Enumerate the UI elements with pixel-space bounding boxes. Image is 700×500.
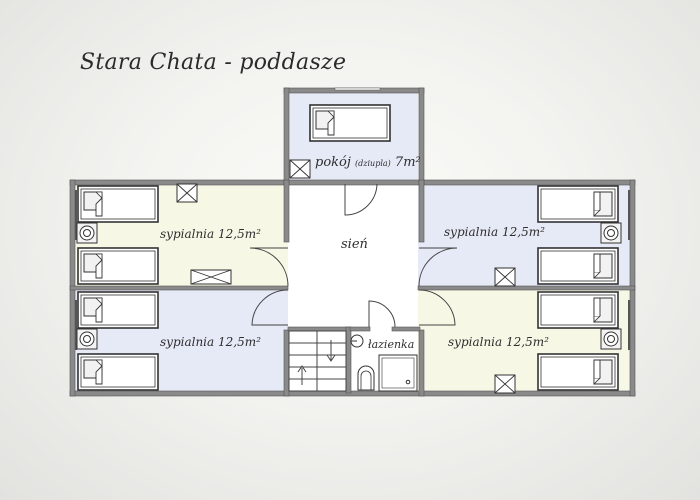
small-room-note: (dziupla) <box>355 159 391 168</box>
plan-title: Stara Chata - poddasze <box>80 50 347 75</box>
hall-fill <box>288 183 418 328</box>
bedroom-label: sypialnia <box>160 227 214 241</box>
bedroom-label: sypialnia <box>160 335 214 349</box>
shower-icon <box>378 354 418 392</box>
small-room-label: pokój <box>315 155 351 170</box>
bedroom-area: 12,5m² <box>218 227 261 241</box>
svg-text:pokój (dziupla) 7m²: pokój (dziupla) 7m² <box>315 155 421 170</box>
svg-text:sypialnia 12,5m²: sypialnia 12,5m² <box>160 227 261 241</box>
bathroom-label: łazienka <box>368 338 414 351</box>
bedroom-label: sypialnia <box>448 335 502 349</box>
bedroom-area: 12,5m² <box>218 335 261 349</box>
hall-label: sień <box>341 237 368 252</box>
door-icon <box>249 183 458 328</box>
small-room-area: 7m² <box>395 155 421 170</box>
bedroom-area: 12,5m² <box>502 225 545 239</box>
sink-icon <box>350 334 364 348</box>
svg-text:sypialnia 12,5m²: sypialnia 12,5m² <box>444 225 545 239</box>
bedroom-label: sypialnia <box>444 225 498 239</box>
svg-text:sypialnia 12,5m²: sypialnia 12,5m² <box>160 335 261 349</box>
toilet-icon <box>357 365 375 391</box>
walls <box>69 87 636 397</box>
bedroom-area: 12,5m² <box>506 335 549 349</box>
stairs-icon <box>288 330 347 392</box>
svg-text:sypialnia 12,5m²: sypialnia 12,5m² <box>448 335 549 349</box>
